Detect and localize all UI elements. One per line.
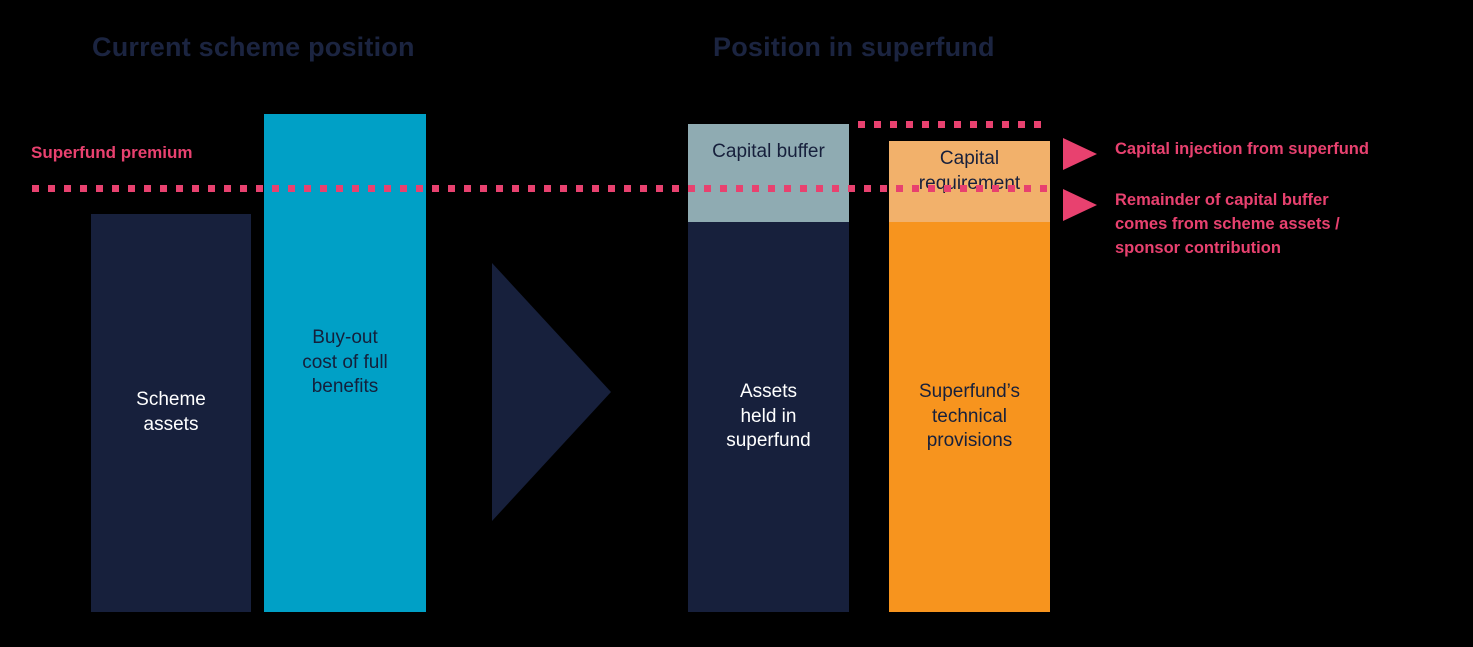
- bar-label-assets-held-in-superfund: Assets held in superfund: [726, 380, 811, 452]
- bar-capital-buffer: Capital buffer: [688, 124, 849, 222]
- dotted-line-superfund-premium: [32, 185, 1049, 192]
- annotation-remainder-of-capital-buffer: Remainder of capital buffer comes from s…: [1063, 189, 1340, 261]
- bar-label-buyout-cost: Buy-out cost of full benefits: [302, 326, 388, 398]
- dotted-line-capital-buffer-top: [858, 121, 1049, 128]
- bar-label-superfund-technical-provisions: Superfund’s technical provisions: [918, 380, 1021, 452]
- bar-label-capital-buffer: Capital buffer: [712, 141, 825, 162]
- section-title-position-in-superfund: Position in superfund: [713, 32, 995, 62]
- flow-arrow-icon: [492, 263, 611, 521]
- label-superfund-premium: Superfund premium: [31, 143, 193, 162]
- annotation-text-capital-injection: Capital injection from superfund: [1115, 140, 1369, 158]
- section-title-current-scheme-position: Current scheme position: [92, 32, 415, 62]
- bar-capital-requirement: Capital requirement: [889, 141, 1050, 222]
- bar-assets-held-in-superfund: Assets held in superfund: [688, 222, 849, 612]
- bar-label-scheme-assets: Scheme assets: [136, 389, 206, 435]
- bar-superfund-technical-provisions: Superfund’s technical provisions: [889, 222, 1050, 612]
- bar-scheme-assets: Scheme assets: [91, 214, 251, 612]
- triangle-right-icon: [1063, 189, 1097, 221]
- bar-buyout-cost: Buy-out cost of full benefits: [264, 114, 426, 612]
- annotation-capital-injection: Capital injection from superfund: [1063, 138, 1369, 170]
- annotation-text-remainder-of-capital-buffer: Remainder of capital buffer comes from s…: [1115, 191, 1340, 257]
- triangle-right-icon: [1063, 138, 1097, 170]
